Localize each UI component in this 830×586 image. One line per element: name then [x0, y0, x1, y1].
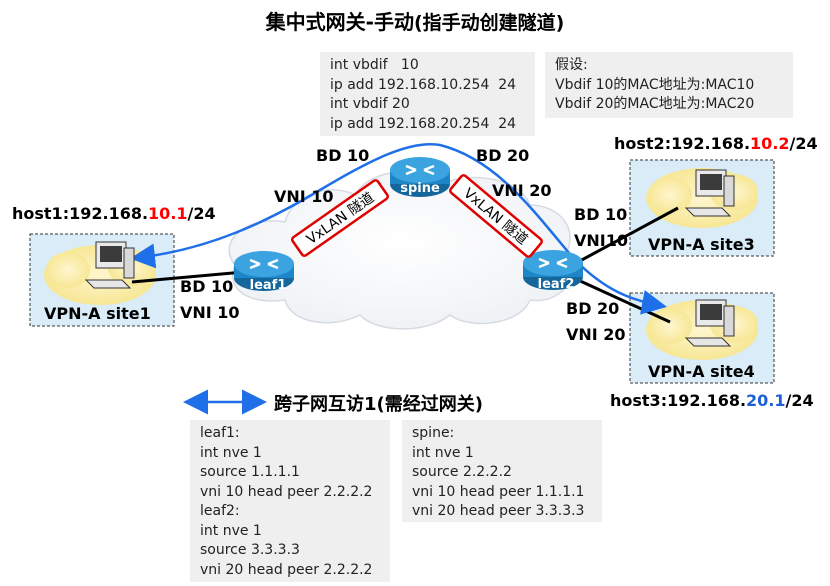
site1-label: VPN-A site1: [44, 304, 151, 323]
config-line: int vbdif 20: [330, 96, 410, 112]
title-paren: (指手动创建隧道): [413, 12, 565, 34]
leaf1-router-icon: [234, 251, 294, 291]
leaf2-bd-top: BD 10: [574, 205, 628, 224]
config-line: ip add 192.168.20.254 24: [330, 115, 517, 132]
leaf1-vni: VNI 10: [180, 303, 240, 322]
host2-pc-icon: [684, 169, 735, 217]
assumption-box: 假设: Vbdif 10的MAC地址为:MAC10 Vbdif 20的MAC地址…: [545, 52, 793, 118]
config-line: leaf2:: [200, 503, 240, 519]
config-line: int vbdif 10: [330, 57, 419, 73]
spine-vni-left: VNI 10: [274, 187, 334, 206]
page-title: 集中式网关-手动(指手动创建隧道): [0, 6, 830, 35]
host1-address: host1:192.168.10.1/24: [12, 204, 216, 223]
host1-ip-prefix: host1:192.168.: [12, 204, 149, 223]
site4-label: VPN-A site4: [648, 362, 755, 381]
host2-address: host2:192.168.10.2/24: [614, 134, 818, 153]
host2-ip-mask: /24: [789, 134, 818, 153]
leaf2-bd-bottom: BD 20: [566, 299, 620, 318]
config-line: spine:: [412, 425, 455, 441]
legend-label: 跨子网互访1(需经过网关): [274, 394, 483, 415]
config-line: vni 10 head peer 1.1.1.1: [412, 483, 585, 500]
config-line: vni 20 head peer 2.2.2.2: [200, 561, 373, 578]
leaf2-vni-top: VNI10: [574, 231, 628, 250]
host3-ip-prefix: host3:192.168.: [610, 391, 747, 410]
title-main: 集中式网关-手动: [265, 10, 414, 34]
leaf1-label: leaf1: [250, 278, 287, 293]
config-line: vni 10 head peer 2.2.2.2: [200, 483, 373, 500]
spine-vni-right: VNI 20: [492, 181, 552, 200]
config-line: int nve 1: [200, 444, 262, 461]
host2-ip-prefix: host2:192.168.: [614, 134, 751, 153]
config-line: source 2.2.2.2: [412, 464, 512, 480]
host3-address: host3:192.168.20.1/24: [610, 391, 814, 410]
config-line: int nve 1: [412, 444, 474, 461]
config-line: leaf1:: [200, 425, 240, 441]
traffic-path-arrow: [130, 143, 667, 315]
spine-label: spine: [400, 181, 440, 196]
config-line: int nve 1: [200, 522, 262, 539]
spine-router-icon: [390, 157, 450, 197]
host2-ip-subnet: 10.2: [750, 134, 790, 153]
config-line: source 1.1.1.1: [200, 464, 300, 480]
host3-ip-mask: /24: [785, 391, 814, 410]
leaf-nve-config-box: leaf1: int nve 1 source 1.1.1.1 vni 10 h…: [190, 420, 390, 582]
site3-label: VPN-A site3: [648, 235, 755, 254]
host3-ip-subnet: 20.1: [746, 391, 786, 410]
spine-bd-left: BD 10: [316, 146, 370, 165]
spine-bd-right: BD 20: [476, 146, 530, 165]
config-line: vni 20 head peer 3.3.3.3: [412, 503, 585, 519]
leaf2-label: leaf2: [538, 277, 575, 292]
spine-nve-config-box: spine: int nve 1 source 2.2.2.2 vni 10 h…: [402, 420, 602, 522]
leaf2-vni-bottom: VNI 20: [566, 325, 626, 344]
leaf1-bd: BD 10: [180, 277, 234, 296]
host1-ip-mask: /24: [187, 204, 216, 223]
host3-pc-icon: [684, 299, 735, 347]
assumption-line: Vbdif 20的MAC地址为:MAC20: [555, 96, 755, 112]
assumption-line: 假设:: [555, 57, 588, 73]
spine-vbdif-config-box: int vbdif 10 ip add 192.168.10.254 24 in…: [320, 52, 535, 136]
host1-ip-subnet: 10.1: [148, 204, 188, 223]
assumption-line: Vbdif 10的MAC地址为:MAC10: [555, 76, 755, 93]
host1-pc-icon: [84, 241, 135, 289]
config-line: source 3.3.3.3: [200, 542, 300, 558]
config-line: ip add 192.168.10.254 24: [330, 76, 517, 93]
leaf2-router-icon: [523, 250, 583, 290]
